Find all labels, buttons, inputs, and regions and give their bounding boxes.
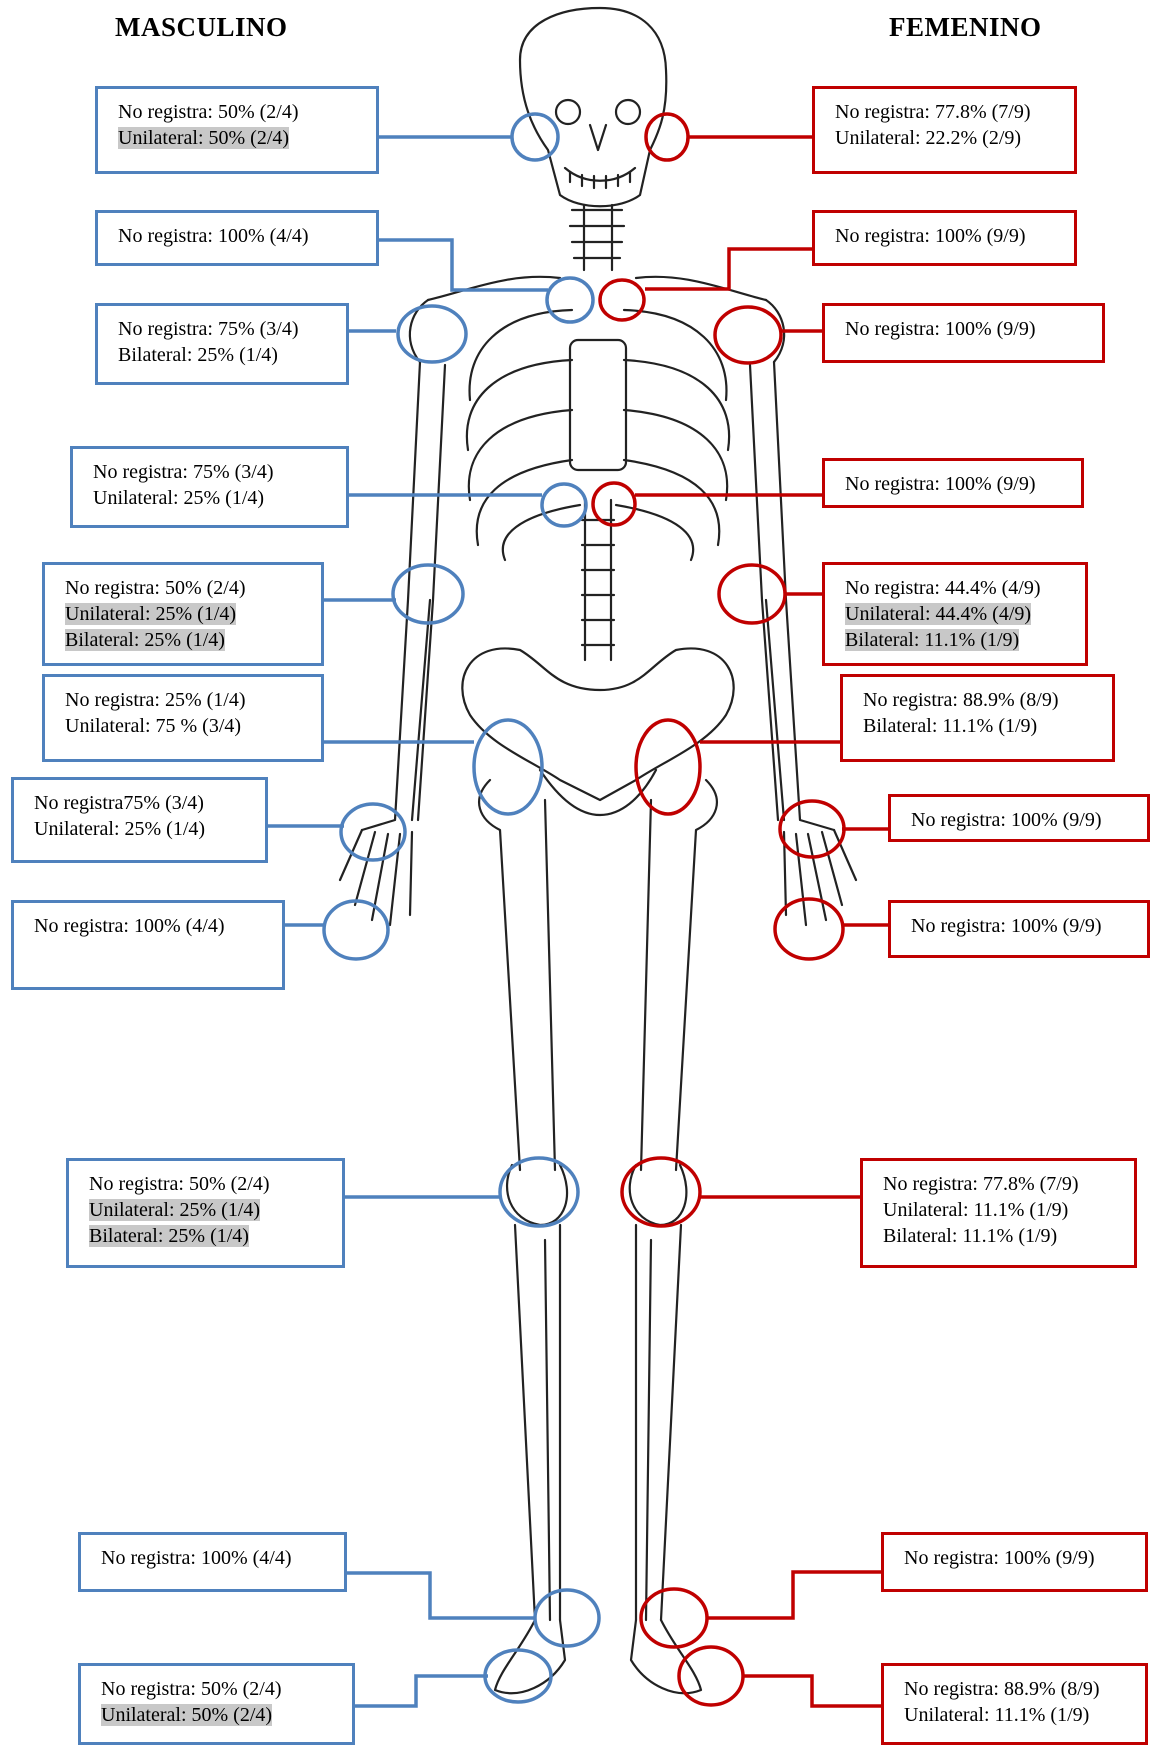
m-box-pie: No registra: 50% (2/4) Unilateral: 50% (… — [78, 1663, 355, 1745]
connector-f-esternoclavicular — [645, 249, 812, 289]
marker-m-muneca — [341, 804, 405, 860]
m-codo-line-3: Bilateral: 25% (1/4) — [65, 627, 307, 653]
f-box-mandibula: No registra: 77.8% (7/9) Unilateral: 22.… — [812, 86, 1077, 174]
f-box-cadera: No registra: 88.9% (8/9) Bilateral: 11.1… — [840, 674, 1115, 762]
marker-m-esternon — [542, 484, 586, 526]
m-muneca-line-1: No registra75% (3/4) — [34, 790, 251, 816]
f-tobillo-line-1: No registra: 100% (9/9) — [904, 1545, 1131, 1571]
m-box-tobillo: No registra: 100% (4/4) — [78, 1532, 347, 1592]
m-hombro-line-2: Bilateral: 25% (1/4) — [118, 342, 332, 368]
m-pie-line-2: Unilateral: 50% (2/4) — [101, 1702, 338, 1728]
m-box-cadera: No registra: 25% (1/4) Unilateral: 75 % … — [42, 674, 324, 762]
f-box-pie: No registra: 88.9% (8/9) Unilateral: 11.… — [881, 1663, 1148, 1745]
f-box-mano: No registra: 100% (9/9) — [888, 900, 1150, 958]
m-esternon-line-2: Unilateral: 25% (1/4) — [93, 485, 332, 511]
m-box-esternoclavicular: No registra: 100% (4/4) — [95, 210, 379, 266]
heading-masculino: MASCULINO — [115, 12, 288, 43]
f-cadera-line-1: No registra: 88.9% (8/9) — [863, 687, 1098, 713]
f-box-esternoclavicular: No registra: 100% (9/9) — [812, 210, 1077, 266]
m-esternon-line-1: No registra: 75% (3/4) — [93, 459, 332, 485]
m-rodilla-line-3: Bilateral: 25% (1/4) — [89, 1223, 328, 1249]
marker-m-codo — [393, 565, 463, 623]
marker-f-rodilla — [622, 1158, 700, 1226]
connector-m-pie — [355, 1676, 488, 1706]
marker-m-esternoclavicular — [547, 278, 593, 322]
f-rodilla-line-2: Unilateral: 11.1% (1/9) — [883, 1197, 1120, 1223]
f-muneca-line-1: No registra: 100% (9/9) — [911, 807, 1133, 833]
m-box-mandibula: No registra: 50% (2/4) Unilateral: 50% (… — [95, 86, 379, 174]
marker-f-pie — [679, 1647, 743, 1705]
f-esternoclavicular-line-1: No registra: 100% (9/9) — [835, 223, 1060, 249]
f-codo-line-1: No registra: 44.4% (4/9) — [845, 575, 1071, 601]
m-esternoclavicular-line-1: No registra: 100% (4/4) — [118, 223, 362, 249]
m-hombro-line-1: No registra: 75% (3/4) — [118, 316, 332, 342]
marker-f-tobillo — [641, 1589, 707, 1647]
m-rodilla-line-1: No registra: 50% (2/4) — [89, 1171, 328, 1197]
marker-f-mandibula — [646, 114, 688, 160]
marker-f-muneca — [780, 801, 844, 857]
m-box-codo: No registra: 50% (2/4) Unilateral: 25% (… — [42, 562, 324, 666]
m-codo-line-2: Unilateral: 25% (1/4) — [65, 601, 307, 627]
m-mandibula-line-2: Unilateral: 50% (2/4) — [118, 125, 362, 151]
marker-m-pie — [485, 1650, 551, 1702]
m-muneca-line-2: Unilateral: 25% (1/4) — [34, 816, 251, 842]
connector-f-pie — [743, 1676, 881, 1706]
heading-femenino: FEMENINO — [889, 12, 1042, 43]
marker-f-mano — [775, 899, 843, 959]
f-codo-line-3: Bilateral: 11.1% (1/9) — [845, 627, 1071, 653]
f-pie-line-1: No registra: 88.9% (8/9) — [904, 1676, 1131, 1702]
marker-m-cadera — [474, 720, 542, 814]
f-box-hombro: No registra: 100% (9/9) — [822, 303, 1105, 363]
f-box-rodilla: No registra: 77.8% (7/9) Unilateral: 11.… — [860, 1158, 1137, 1268]
f-pie-line-2: Unilateral: 11.1% (1/9) — [904, 1702, 1131, 1728]
marker-m-hombro — [398, 306, 466, 362]
f-rodilla-line-3: Bilateral: 11.1% (1/9) — [883, 1223, 1120, 1249]
marker-m-mano — [324, 901, 388, 959]
m-box-rodilla: No registra: 50% (2/4) Unilateral: 25% (… — [66, 1158, 345, 1268]
m-codo-line-1: No registra: 50% (2/4) — [65, 575, 307, 601]
f-hombro-line-1: No registra: 100% (9/9) — [845, 316, 1088, 342]
m-box-hombro: No registra: 75% (3/4) Bilateral: 25% (1… — [95, 303, 349, 385]
m-mano-line-1: No registra: 100% (4/4) — [34, 913, 268, 939]
m-box-esternon: No registra: 75% (3/4) Unilateral: 25% (… — [70, 446, 349, 528]
m-cadera-line-1: No registra: 25% (1/4) — [65, 687, 307, 713]
f-cadera-line-2: Bilateral: 11.1% (1/9) — [863, 713, 1098, 739]
m-pie-line-1: No registra: 50% (2/4) — [101, 1676, 338, 1702]
marker-m-rodilla — [500, 1158, 578, 1226]
marker-m-mandibula — [512, 114, 558, 160]
marker-f-hombro — [715, 307, 781, 363]
marker-f-esternoclavicular — [600, 280, 644, 320]
f-esternon-line-1: No registra: 100% (9/9) — [845, 471, 1067, 497]
f-mano-line-1: No registra: 100% (9/9) — [911, 913, 1133, 939]
connector-f-tobillo — [707, 1572, 881, 1618]
f-mandibula-line-1: No registra: 77.8% (7/9) — [835, 99, 1060, 125]
connector-m-tobillo — [347, 1573, 536, 1618]
marker-m-tobillo — [535, 1590, 599, 1646]
f-rodilla-line-1: No registra: 77.8% (7/9) — [883, 1171, 1120, 1197]
m-rodilla-line-2: Unilateral: 25% (1/4) — [89, 1197, 328, 1223]
f-mandibula-line-2: Unilateral: 22.2% (2/9) — [835, 125, 1060, 151]
marker-f-cadera — [636, 720, 700, 814]
f-box-esternon: No registra: 100% (9/9) — [822, 458, 1084, 508]
m-cadera-line-2: Unilateral: 75 % (3/4) — [65, 713, 307, 739]
f-box-codo: No registra: 44.4% (4/9) Unilateral: 44.… — [822, 562, 1088, 666]
f-codo-line-2: Unilateral: 44.4% (4/9) — [845, 601, 1071, 627]
m-tobillo-line-1: No registra: 100% (4/4) — [101, 1545, 330, 1571]
marker-f-esternon — [593, 483, 635, 525]
f-box-tobillo: No registra: 100% (9/9) — [881, 1532, 1148, 1592]
marker-f-codo — [719, 565, 785, 623]
m-box-mano: No registra: 100% (4/4) — [11, 900, 285, 990]
f-box-muneca: No registra: 100% (9/9) — [888, 794, 1150, 842]
m-mandibula-line-1: No registra: 50% (2/4) — [118, 99, 362, 125]
m-box-muneca: No registra75% (3/4) Unilateral: 25% (1/… — [11, 777, 268, 863]
connector-m-esternoclavicular — [379, 240, 548, 290]
